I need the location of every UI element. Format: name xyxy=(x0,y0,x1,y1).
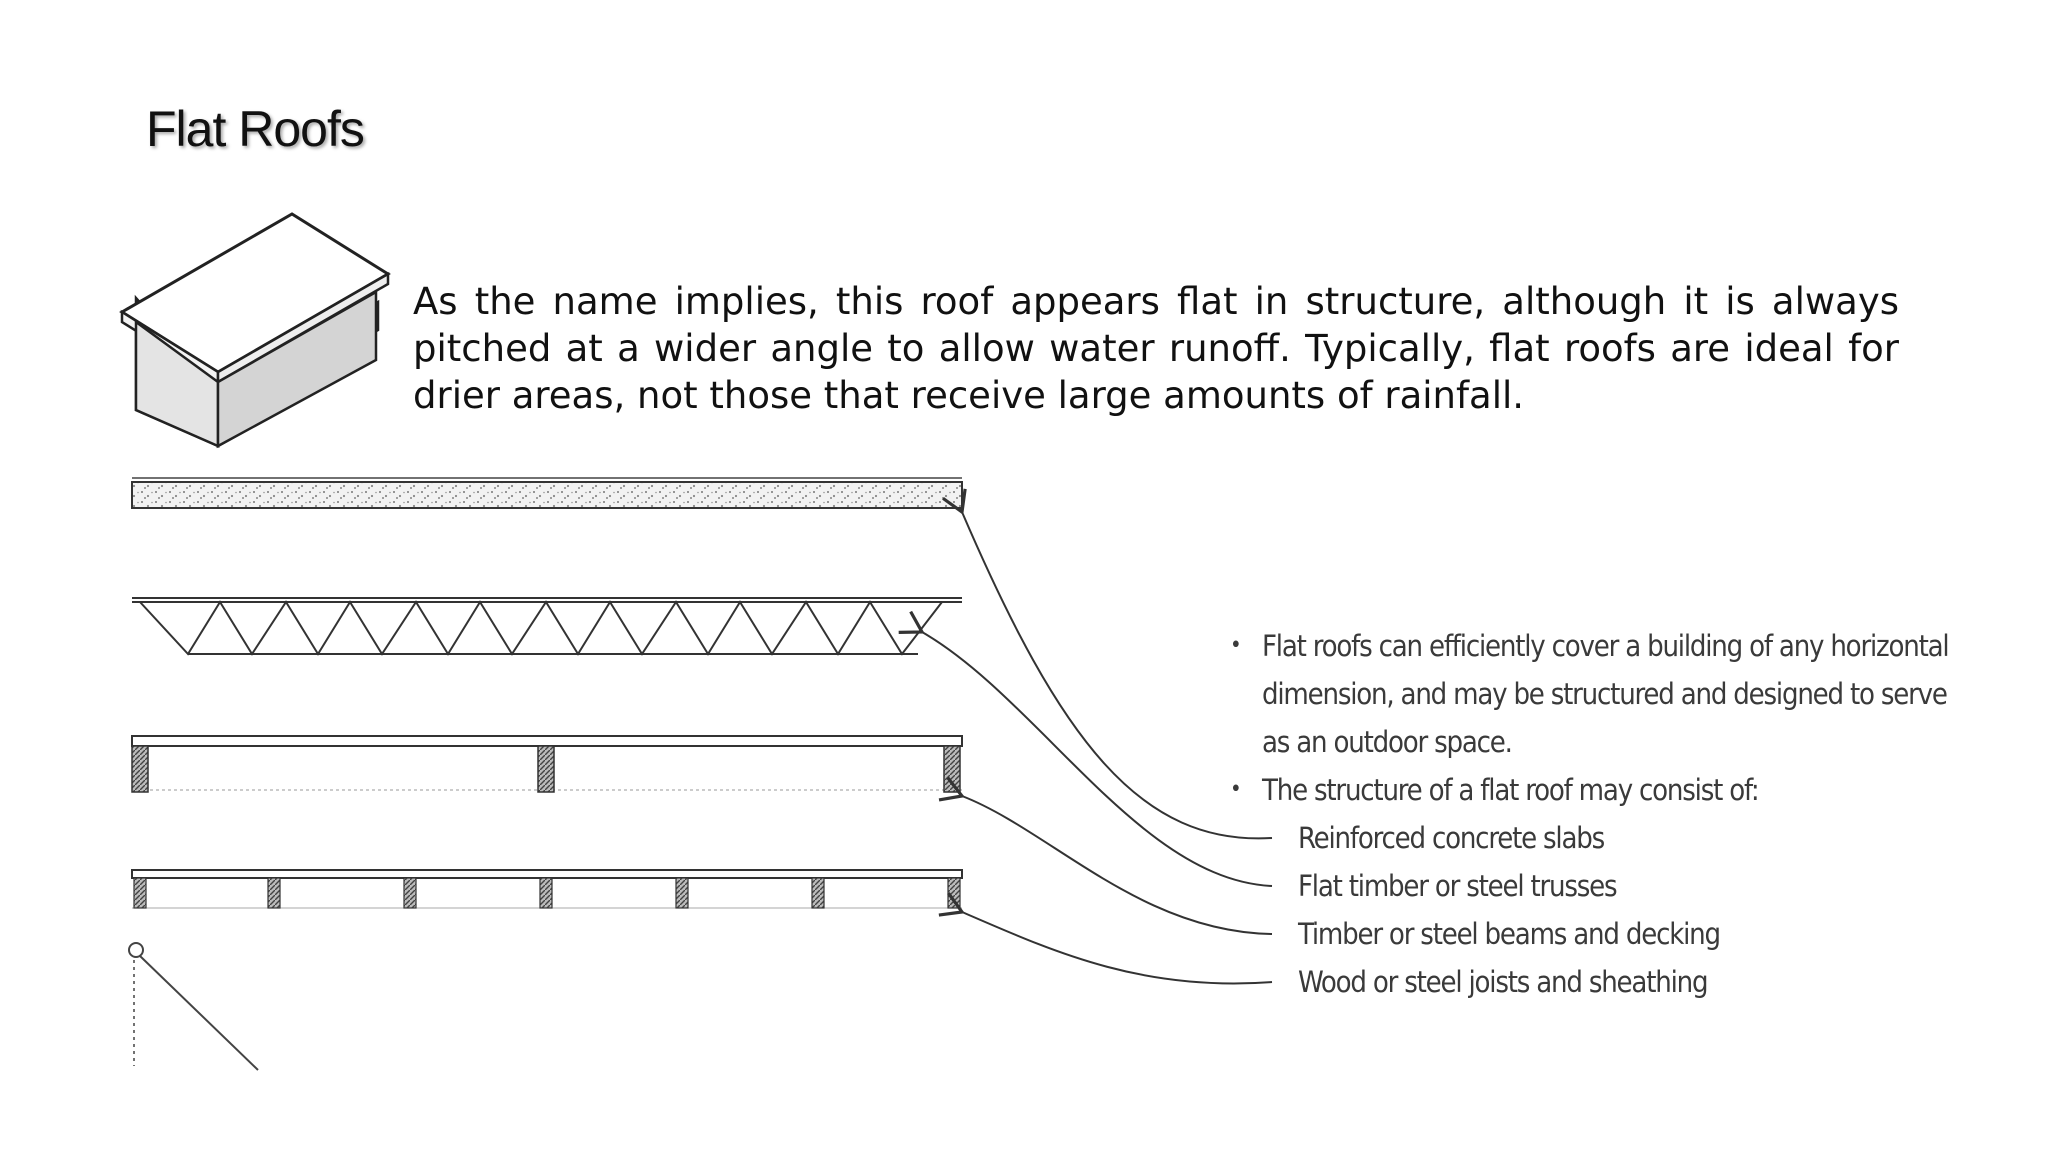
structure-item: Timber or steel beams and decking xyxy=(1298,917,1721,951)
leader-arrows xyxy=(898,488,1273,985)
truss-sketch xyxy=(132,597,962,656)
bullet-text: Flat roofs can efficiently cover a build… xyxy=(1262,629,1950,759)
bullet-item: • The structure of a flat roof may consi… xyxy=(1230,766,1960,814)
bullet-dot: • xyxy=(1230,777,1242,802)
partial-sketch xyxy=(128,942,259,1071)
concrete-slab-sketch xyxy=(131,477,963,509)
beam-decking-sketch xyxy=(131,735,963,793)
bullet-text: The structure of a flat roof may consist… xyxy=(1262,773,1760,807)
flat-roof-building-icon xyxy=(119,212,391,449)
page-title: Flat Roofs xyxy=(146,101,365,157)
joist-sheathing-sketch xyxy=(131,869,963,909)
bullet-dot: • xyxy=(1230,633,1242,658)
notes-list: • Flat roofs can efficiently cover a bui… xyxy=(1230,622,1960,1006)
structure-item: Reinforced concrete slabs xyxy=(1298,821,1605,855)
intro-paragraph: As the name implies, this roof appears f… xyxy=(413,280,1899,417)
structure-item: Flat timber or steel trusses xyxy=(1298,869,1618,903)
structure-item: Wood or steel joists and sheathing xyxy=(1298,965,1709,999)
bullet-item: • Flat roofs can efficiently cover a bui… xyxy=(1230,622,1960,766)
